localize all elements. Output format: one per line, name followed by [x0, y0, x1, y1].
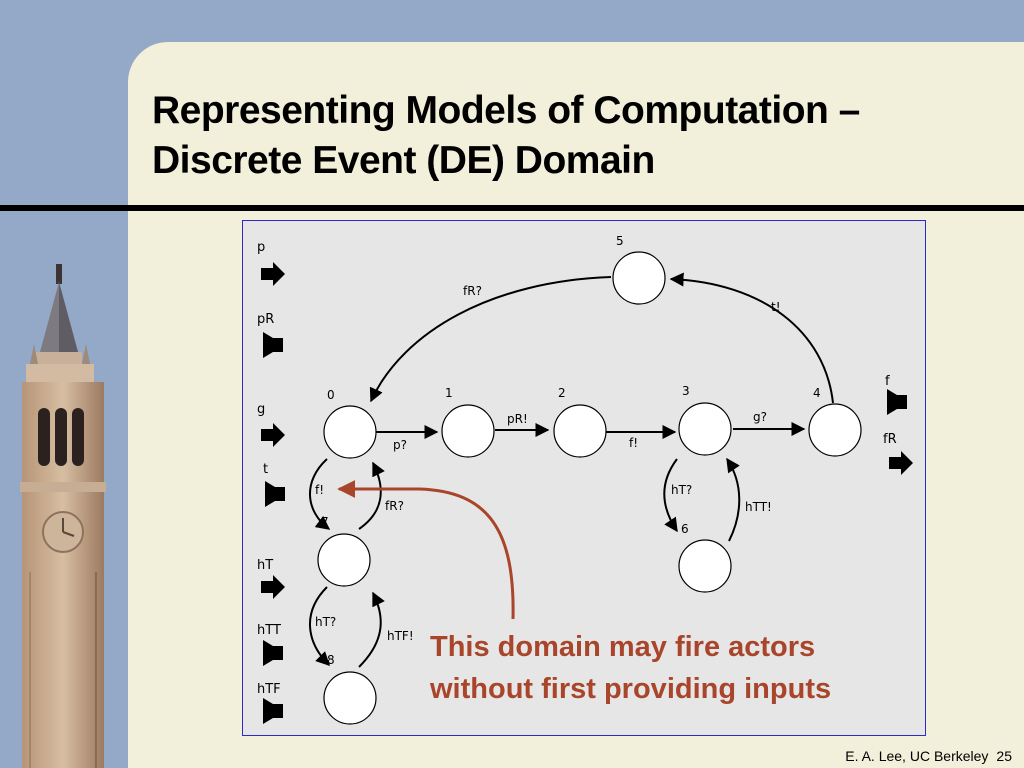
campanile-tower-image — [20, 264, 106, 768]
callout-arrow — [337, 480, 515, 620]
port-output-icon-t — [265, 481, 285, 507]
state-node-5: 5 — [612, 234, 666, 305]
state-machine-diagram: p pR g t hT hTT hTF f fR p? pR! f! g? t!… — [242, 220, 926, 736]
port-input-icon-g — [261, 423, 285, 447]
edge-label-8-7: hTF! — [387, 629, 414, 643]
slide-title: Representing Models of Computation – Dis… — [152, 86, 1012, 186]
edge-7-to-0 — [358, 461, 385, 530]
edge-4-to-5 — [669, 272, 834, 404]
edge-label-1-2: pR! — [507, 412, 528, 426]
state-node-0: 0 — [323, 388, 377, 459]
edge-label-7-8: hT? — [315, 615, 336, 629]
callout-text: This domain may fire actors without firs… — [430, 626, 910, 710]
edge-label-2-3: f! — [629, 436, 638, 450]
port-input-icon-hT — [261, 575, 285, 599]
edge-label-3-6: hT? — [671, 483, 692, 497]
callout-line-1: This domain may fire actors — [430, 631, 816, 663]
footer-author: E. A. Lee, UC Berkeley — [845, 748, 989, 764]
edge-label-6-3: hTT! — [745, 500, 772, 514]
state-label-0: 0 — [327, 388, 335, 402]
port-output-icon-f — [887, 389, 907, 415]
state-label-4: 4 — [813, 386, 821, 400]
state-node-3: 3 — [678, 384, 732, 456]
edge-7-to-8 — [309, 586, 330, 666]
port-output-icon-pR — [263, 332, 283, 358]
port-label-hTF: hTF — [257, 682, 281, 697]
state-label-2: 2 — [558, 386, 566, 400]
title-line-2: Discrete Event (DE) Domain — [152, 139, 655, 182]
edge-3-to-6 — [663, 458, 678, 533]
slide-footer: E. A. Lee, UC Berkeley 25 — [845, 748, 1012, 764]
port-label-f: f — [885, 374, 890, 389]
port-output-icon-hTF — [263, 698, 283, 724]
state-label-7: 7 — [321, 515, 329, 529]
port-label-p: p — [257, 240, 265, 255]
state-label-3: 3 — [682, 384, 690, 398]
port-label-pR: pR — [257, 312, 274, 327]
edge-label-7-0: fR? — [385, 499, 404, 513]
port-label-t: t — [263, 462, 268, 477]
port-input-icon-fR — [889, 451, 913, 475]
edge-label-0-1: p? — [393, 438, 407, 452]
state-label-6: 6 — [681, 522, 689, 536]
edge-label-5-0: fR? — [463, 284, 482, 298]
port-output-icon-hTT — [263, 640, 283, 666]
state-node-1: 1 — [441, 386, 495, 458]
port-label-hTT: hTT — [257, 623, 281, 638]
edge-8-to-7 — [358, 591, 385, 668]
state-node-2: 2 — [553, 386, 607, 458]
state-label-8: 8 — [327, 653, 335, 667]
state-node-4: 4 — [808, 386, 862, 457]
page-number: 25 — [996, 748, 1012, 764]
edge-label-4-5: t! — [771, 300, 781, 314]
edge-label-3-4: g? — [753, 410, 767, 424]
state-node-6: 6 — [678, 522, 732, 593]
port-label-fR: fR — [883, 432, 897, 447]
edge-label-0-7: f! — [315, 483, 324, 497]
state-label-5: 5 — [616, 234, 624, 248]
port-input-icon-p — [261, 262, 285, 286]
edge-0-to-7 — [309, 458, 331, 530]
edge-5-to-0 — [369, 276, 612, 403]
state-node-8: 8 — [323, 653, 377, 725]
title-line-1: Representing Models of Computation – — [152, 89, 860, 132]
state-label-1: 1 — [445, 386, 453, 400]
port-label-hT: hT — [257, 558, 273, 573]
title-divider — [0, 205, 1024, 211]
state-node-7: 7 — [317, 515, 371, 587]
port-label-g: g — [257, 402, 265, 417]
edge-6-to-3 — [726, 457, 741, 542]
callout-line-2: without first providing inputs — [430, 673, 832, 705]
